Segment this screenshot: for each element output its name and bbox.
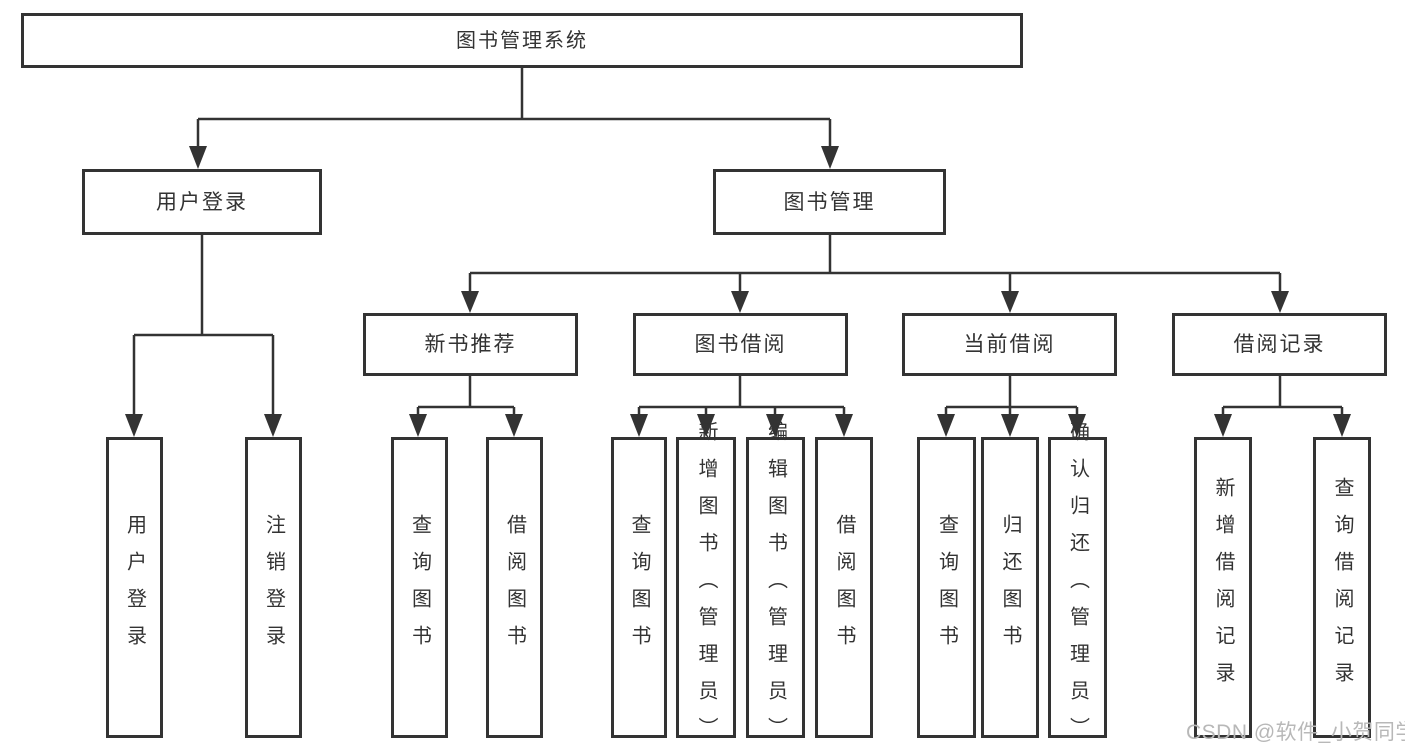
node-book-management: 图书管理 (713, 169, 946, 235)
leaf-add-borrow-record: 新增借阅记录 (1194, 437, 1252, 738)
node-label: 图书管理系统 (456, 29, 588, 52)
leaf-confirm-return-admin: 确认归还（管理员） (1048, 421, 1107, 747)
node-book-borrow: 图书借阅 (633, 313, 848, 376)
node-label: 注销登录 (262, 513, 285, 662)
node-label: 新书推荐 (424, 333, 517, 356)
node-library-management-system: 图书管理系统 (21, 13, 1023, 68)
node-label: 确认归还（管理员） (1066, 421, 1089, 747)
connector-strokes (132, 68, 1344, 418)
node-label: 用户登录 (123, 513, 146, 662)
node-label: 当前借阅 (963, 333, 1056, 356)
node-label: 借阅图书 (503, 513, 526, 662)
node-user-login: 用户登录 (82, 169, 322, 235)
node-new-book-recommend: 新书推荐 (363, 313, 578, 376)
leaf-add-books-admin: 新增图书（管理员） (676, 421, 736, 747)
node-label: 查询图书 (628, 513, 650, 662)
node-label: 查询图书 (935, 513, 958, 662)
node-label: 用户登录 (156, 190, 248, 214)
node-label: 借阅图书 (833, 513, 855, 662)
node-borrow-records: 借阅记录 (1172, 313, 1387, 376)
leaf-query-books-current: 查询图书 (917, 437, 976, 738)
leaf-borrow-books-recommend: 借阅图书 (486, 437, 543, 738)
node-label: 图书借阅 (694, 333, 787, 356)
node-label: 查询图书 (408, 513, 431, 662)
leaf-user-login: 用户登录 (106, 437, 163, 738)
leaf-edit-books-admin: 编辑图书（管理员） (746, 421, 805, 747)
node-current-borrow: 当前借阅 (902, 313, 1117, 376)
node-label: 归还图书 (999, 513, 1021, 662)
leaf-query-books-borrow: 查询图书 (611, 437, 667, 738)
leaf-borrow-books: 借阅图书 (815, 437, 873, 738)
leaf-return-books: 归还图书 (981, 437, 1039, 738)
leaf-query-borrow-record: 查询借阅记录 (1313, 437, 1371, 738)
leaf-query-books-recommend: 查询图书 (391, 437, 448, 738)
arrowheads (125, 146, 1351, 437)
node-label: 新增图书（管理员） (695, 421, 717, 747)
node-label: 图书管理 (783, 190, 876, 214)
node-label: 新增借阅记录 (1212, 476, 1234, 699)
node-label: 查询借阅记录 (1331, 476, 1353, 699)
leaf-logout: 注销登录 (245, 437, 302, 738)
node-label: 借阅记录 (1233, 333, 1326, 356)
node-label: 编辑图书（管理员） (764, 421, 787, 747)
csdn-watermark: CSDN @软件_小贺同学 (1186, 721, 1405, 744)
